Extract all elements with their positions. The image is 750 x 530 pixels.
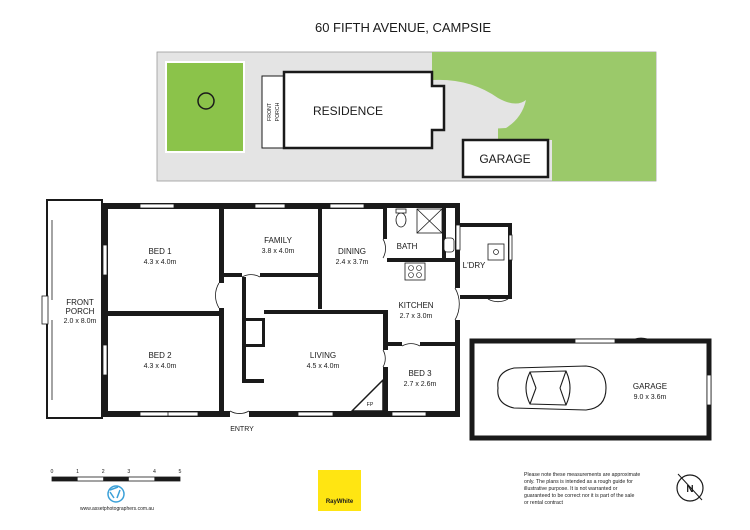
agency-logo	[318, 470, 361, 511]
room-kitchen-size: 2.7 x 3.0m	[400, 313, 433, 320]
room-labels: BED 1 4.3 x 4.0m FAMILY 3.8 x 4.0m DININ…	[64, 236, 667, 433]
room-living-name: LIVING	[310, 351, 336, 360]
disclaimer-line-4: guaranteed to be correct nor it is part …	[524, 493, 635, 499]
site-front-porch-label-1: FRONT	[267, 102, 273, 121]
compass-icon	[676, 473, 704, 502]
agency-logo-text: RayWhite	[326, 499, 354, 505]
door-swings	[215, 238, 509, 414]
room-bed2-size: 4.3 x 4.0m	[144, 363, 177, 370]
room-bed3-name: BED 3	[408, 369, 432, 378]
room-kitchen-name: KITCHEN	[398, 301, 433, 310]
room-garage-name: GARAGE	[633, 382, 667, 391]
room-bed1-size: 4.3 x 4.0m	[144, 259, 177, 266]
disclaimer: Please note these measurements are appro…	[524, 472, 640, 506]
stove	[404, 262, 426, 281]
front-garden	[165, 61, 245, 153]
scale-tick-2: 2	[102, 469, 105, 475]
site-residence-label: RESIDENCE	[313, 104, 383, 118]
site-residence	[282, 70, 446, 150]
photographer-url: www.assetphotographers.com.au	[80, 506, 154, 512]
back-lawn	[432, 52, 656, 181]
room-family-name: FAMILY	[264, 236, 293, 245]
page-title: 60 FIFTH AVENUE, CAMPSIE	[315, 20, 491, 35]
room-bed3-size: 2.7 x 2.6m	[404, 381, 437, 388]
scale-tick-3: 3	[127, 469, 130, 475]
compass-north-label: N	[686, 484, 693, 495]
room-porch-name-1: FRONT	[66, 298, 94, 307]
room-garage-size: 9.0 x 3.6m	[634, 394, 667, 401]
scale-bar-labels: 0 1 2 3 4 5	[51, 469, 182, 475]
room-living-size: 4.5 x 4.0m	[307, 363, 340, 370]
room-bath-name: BATH	[397, 242, 418, 251]
car-icon	[497, 365, 607, 411]
toilet	[395, 212, 407, 228]
fireplace-label: FP	[367, 402, 374, 408]
disclaimer-line-2: only. The plans is intended as a rough g…	[524, 479, 633, 485]
room-laundry-name: L'DRY	[463, 261, 486, 270]
scale-tick-0: 0	[51, 469, 54, 475]
entry-label: ENTRY	[230, 426, 254, 433]
room-porch-size: 2.0 x 8.0m	[64, 318, 97, 325]
bathroom-sink	[443, 237, 455, 253]
room-dining-name: DINING	[338, 247, 366, 256]
tree-icon	[197, 92, 215, 110]
windows	[102, 203, 513, 417]
scale-tick-5: 5	[179, 469, 182, 475]
fireplace	[350, 378, 384, 412]
disclaimer-line-5: or rental contract	[524, 500, 563, 506]
camera-aperture-icon	[107, 485, 125, 503]
back-paving	[432, 79, 526, 130]
room-porch-name-2: PORCH	[66, 307, 95, 316]
scale-tick-4: 4	[153, 469, 156, 475]
site-garage-label: GARAGE	[479, 152, 530, 166]
room-family-size: 3.8 x 4.0m	[262, 248, 295, 255]
site-front-porch-label-2: PORCH	[275, 102, 281, 121]
porch-railing	[41, 220, 53, 400]
disclaimer-line-1: Please note these measurements are appro…	[524, 472, 640, 478]
garage	[469, 338, 712, 441]
bathroom-fixtures	[395, 208, 455, 253]
room-bed2-name: BED 2	[148, 351, 172, 360]
room-bed1-name: BED 1	[148, 247, 172, 256]
floor-plan	[41, 199, 712, 511]
scale-bar	[51, 476, 181, 482]
site-plan: FRONT PORCH RESIDENCE GARAGE	[156, 51, 657, 182]
scale-tick-1: 1	[76, 469, 79, 475]
laundry-tub	[487, 243, 505, 261]
disclaimer-line-3: illustrative purpose. It is not warrante…	[524, 486, 618, 492]
room-dining-size: 2.4 x 3.7m	[336, 259, 369, 266]
site-garage	[461, 138, 550, 179]
